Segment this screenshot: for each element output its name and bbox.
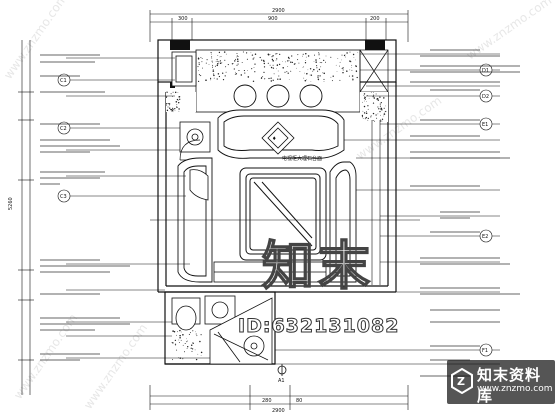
room-label: 电视柜大理石台面 — [282, 155, 322, 162]
bathroom-stipple — [171, 329, 203, 361]
callout-label-d2: D2 — [482, 94, 489, 100]
basin-row — [233, 84, 323, 108]
bottom-bench — [213, 261, 327, 283]
watermark-site-3: www.znzmo.com — [464, 0, 554, 62]
callout-labels: C1 C2 C3 D1 D2 E1 E2 F1 — [60, 68, 489, 354]
left-cushion — [189, 169, 209, 201]
top-dimension-seg-3: 200 — [370, 16, 380, 22]
bottom-dimension-seg-2: 80 — [296, 398, 302, 404]
bottom-total-dimension: 2900 — [272, 408, 285, 414]
watermark-site-1: www.znzmo.com — [1, 0, 70, 82]
left-annotation-notes — [40, 54, 130, 361]
callout-label-f1: F1 — [482, 348, 488, 354]
callout-markers — [57, 63, 493, 357]
left-total-dimension: 5260 — [8, 197, 14, 210]
top-total-dimension: 2900 — [272, 8, 285, 14]
diamond-emblem — [261, 121, 295, 155]
callout-label-c3: C3 — [60, 194, 67, 200]
callout-label-d1: D1 — [482, 68, 489, 74]
brand-title: 知末资料库 — [477, 366, 542, 405]
left-dimension-line — [18, 40, 34, 395]
section-mark-label: A1 — [278, 378, 285, 384]
right-bench — [329, 161, 357, 283]
center-table — [239, 167, 327, 261]
toilet — [175, 305, 197, 331]
left-leaders — [66, 57, 210, 359]
callout-label-e2: E2 — [482, 234, 488, 240]
emblem-text: ♦ — [272, 136, 276, 142]
bottom-dimension-seg-1: 280 — [262, 398, 272, 404]
brand-url: www.znzmo.com — [477, 384, 553, 394]
basin-2 — [266, 84, 290, 108]
upper-left-cabinet — [171, 51, 197, 87]
bottom-dimension-line — [149, 385, 409, 410]
watermark-site-5: www.znzmo.com — [11, 311, 80, 401]
callout-label-c2: C2 — [60, 126, 67, 132]
brand-badge[interactable]: Z 知末资料库 www.znzmo.com — [447, 360, 555, 405]
top-dimension-seg-2: 900 — [268, 16, 278, 22]
bathroom-fixtures — [171, 295, 273, 365]
reference-lines — [150, 120, 420, 285]
basin-1 — [233, 84, 257, 108]
stipple-side-walls — [165, 91, 388, 122]
basin-3 — [299, 84, 323, 108]
top-dimension-seg-1: 300 — [178, 16, 188, 22]
side-table-left — [179, 121, 211, 153]
section-mark — [277, 364, 287, 376]
callout-label-c1: C1 — [60, 78, 67, 84]
center-watermark: 知末 — [261, 236, 375, 298]
room-walls — [157, 39, 397, 365]
watermark-site-2: www.znzmo.com — [81, 321, 150, 411]
svg-text:Z: Z — [457, 375, 465, 388]
callout-label-e1: E1 — [482, 122, 488, 128]
top-dimension-line — [149, 10, 409, 42]
upper-right-closet — [359, 49, 389, 93]
id-watermark: ID:632131082 — [237, 315, 400, 338]
brand-logo-icon: Z — [451, 368, 473, 394]
